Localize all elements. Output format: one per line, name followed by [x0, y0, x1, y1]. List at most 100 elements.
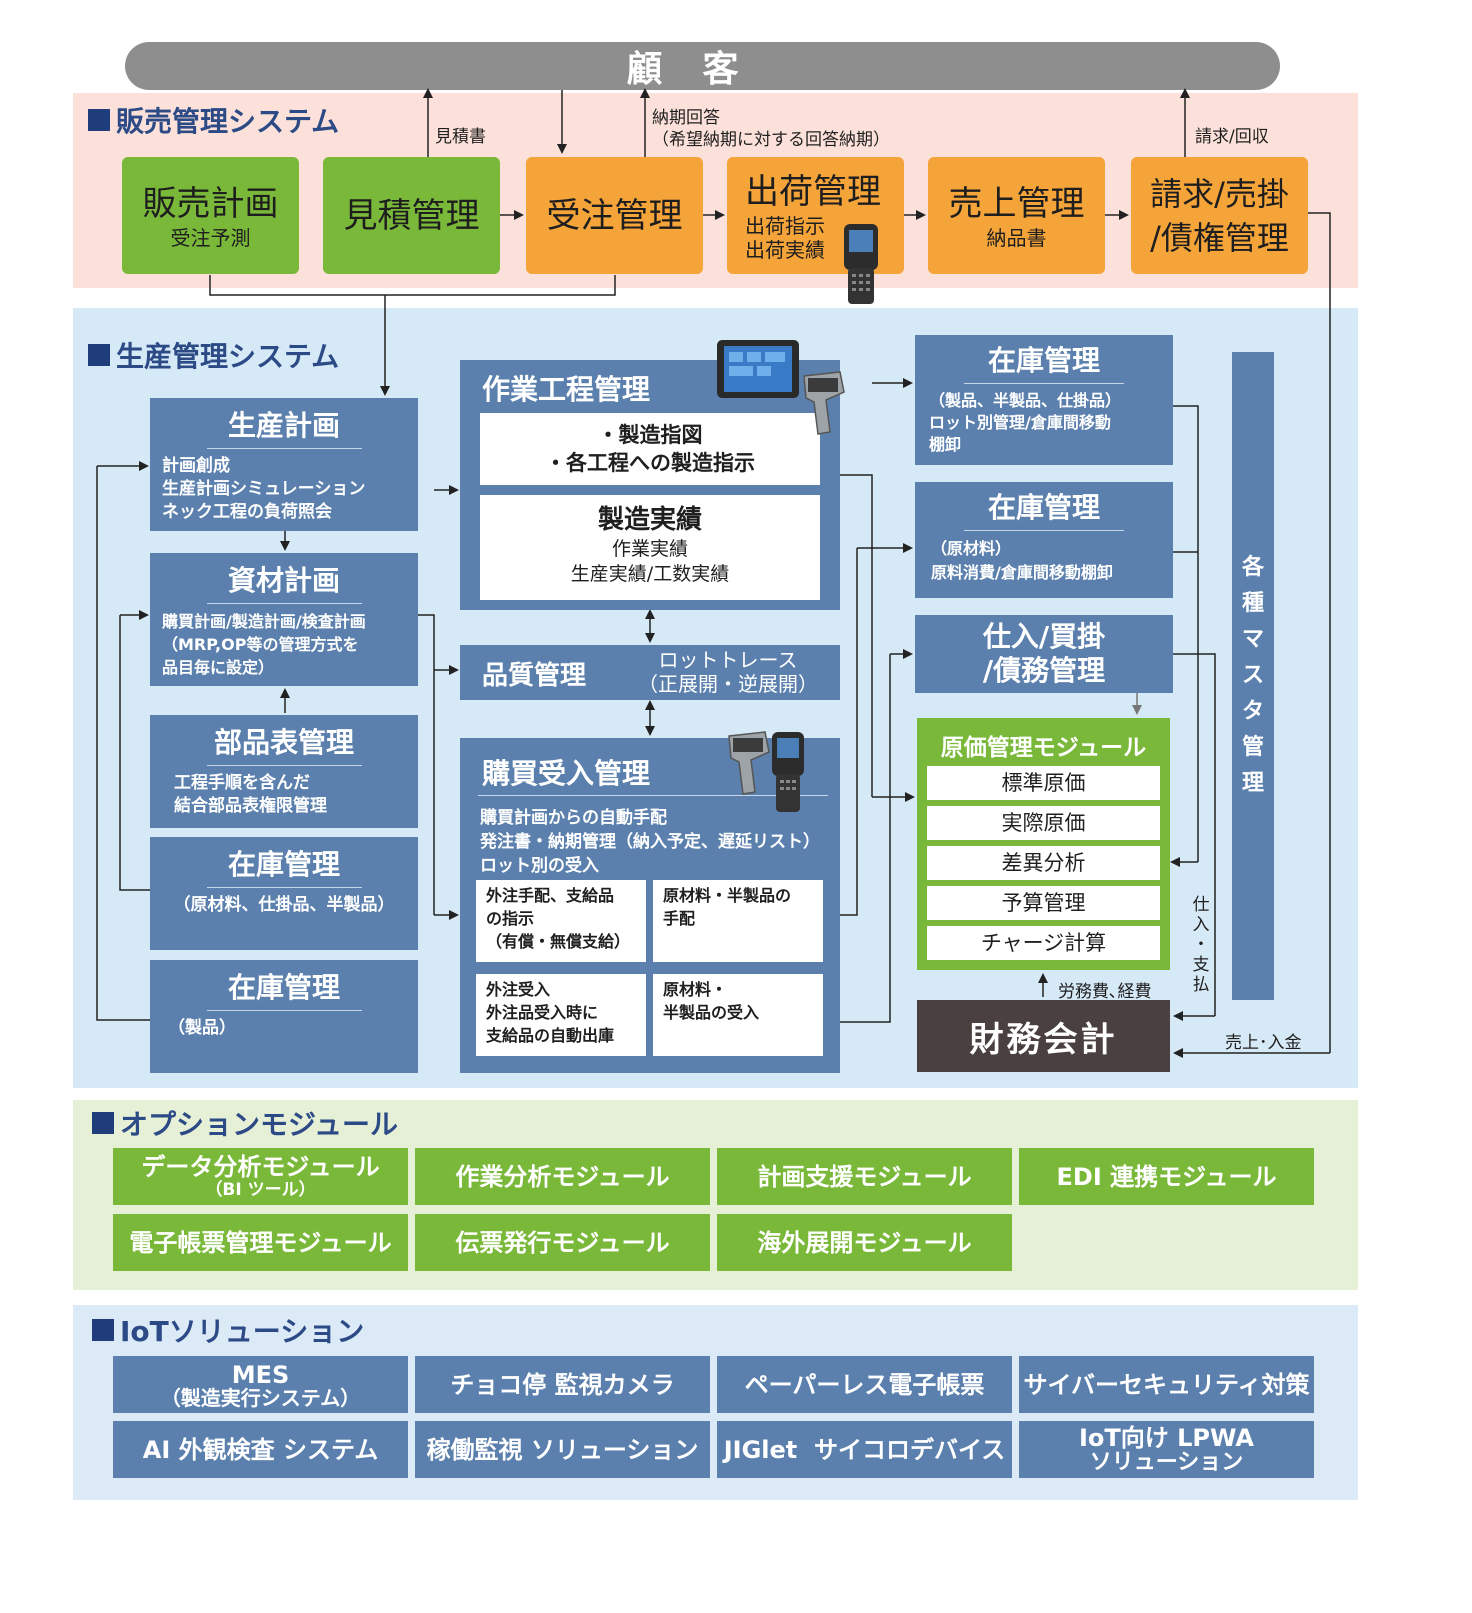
option-label: 伝票発行モジュール — [455, 1228, 670, 1257]
sales-income-label: 売上･入金 — [1225, 1033, 1302, 1053]
bom-title: 部品表管理 — [213, 726, 354, 759]
iot-lpwa[interactable]: IoT向け LPWA ソリューション — [1019, 1421, 1314, 1478]
production-plan-line: 計画創成 — [162, 456, 230, 476]
cell-line: 支給品の自動出庫 — [486, 1026, 615, 1045]
divider — [206, 1010, 362, 1011]
quality-box[interactable]: 品質管理 ロットトレース （正展開・逆展開） — [460, 645, 840, 700]
process-box[interactable]: 作業工程管理 ・製造指図 ・各工程への製造指示 製造実績 作業実績 生産実績/工… — [460, 360, 840, 610]
cell-line: 原材料・半製品の — [663, 886, 792, 905]
handheld-terminal-icon — [844, 224, 878, 304]
iot-security[interactable]: サイバーセキュリティ対策 — [1019, 1356, 1314, 1413]
customer-bar: 顧客 — [125, 42, 1280, 90]
cell-line: 外注手配、支給品 — [486, 886, 615, 905]
cost-row-standard[interactable]: 標準原価 — [927, 766, 1160, 800]
cost-row-variance[interactable]: 差異分析 — [927, 846, 1160, 880]
sales-mgmt-sub: 納品書 — [986, 225, 1047, 250]
billing-title2: /債権管理 — [1150, 218, 1289, 257]
option-overseas[interactable]: 海外展開モジュール — [717, 1214, 1012, 1271]
billing-box[interactable]: 請求/売掛 /債権管理 — [1131, 157, 1308, 274]
shipping-sub1: 出荷指示 — [745, 213, 825, 238]
option-e-form[interactable]: 電子帳票管理モジュール — [113, 1214, 408, 1271]
production-section-title: 生産管理システム — [88, 335, 339, 375]
option-plan-support[interactable]: 計画支援モジュール — [717, 1148, 1012, 1205]
iot-camera[interactable]: チョコ停 監視カメラ — [415, 1356, 710, 1413]
master-char: ス — [1241, 663, 1264, 688]
production-plan-box[interactable]: 生産計画 計画創成 生産計画シミュレーション ネック工程の負荷照会 — [150, 398, 418, 531]
material-plan-line: 品目毎に設定） — [162, 658, 275, 677]
iot-ai-inspection[interactable]: AI 外観検査 システム — [113, 1421, 408, 1478]
purchase-payment-label: 仕 入 ・ 支 払 — [1190, 895, 1212, 995]
inventory-product-box[interactable]: 在庫管理 （製品、半製品、仕掛品） ロット別管理/倉庫間移動 棚卸 — [915, 335, 1173, 465]
master-char: 種 — [1241, 591, 1264, 616]
material-plan-line: 購買計画/製造計画/検査計画 — [162, 612, 366, 631]
iot-label: 稼働監視 ソリューション — [426, 1435, 699, 1464]
finance-box[interactable]: 財務会計 — [917, 1000, 1170, 1072]
inventory-line: 棚卸 — [929, 435, 962, 454]
quality-title: 品質管理 — [482, 661, 587, 691]
purchase-line: ロット別の受入 — [480, 856, 599, 876]
label-char: ・ — [1192, 935, 1210, 955]
iot-mes[interactable]: MES （製造実行システム） — [113, 1356, 408, 1413]
sales-plan-box[interactable]: 販売計画 受注予測 — [122, 157, 299, 274]
purchase-line: 購買計画からの自動手配 — [480, 808, 667, 828]
divider — [964, 530, 1124, 531]
stock-raw-title: 在庫管理 — [227, 848, 340, 881]
iot-operation-monitor[interactable]: 稼働監視 ソリューション — [415, 1421, 710, 1478]
option-section-title: オプションモジュール — [92, 1103, 398, 1143]
square-bullet-icon — [92, 1319, 114, 1341]
tablet-icon — [717, 340, 799, 398]
sales-plan-title: 販売計画 — [142, 183, 279, 224]
cost-row-actual[interactable]: 実際原価 — [927, 806, 1160, 840]
stock-raw-box[interactable]: 在庫管理 （原材料、仕掛品、半製品） — [150, 837, 418, 950]
cost-module-box[interactable]: 原価管理モジュール 標準原価 実際原価 差異分析 予算管理 チャージ計算 — [917, 718, 1170, 970]
inventory-line: （原材料） — [931, 539, 1012, 558]
cost-row-budget[interactable]: 予算管理 — [927, 886, 1160, 920]
inventory-product-title: 在庫管理 — [987, 344, 1100, 377]
option-data-analysis[interactable]: データ分析モジュール （BI ツール） — [113, 1148, 408, 1205]
order-box[interactable]: 受注管理 — [526, 157, 703, 274]
master-management-box[interactable]: 各 種 マ ス タ 管 理 — [1232, 352, 1274, 1000]
label-char: 払 — [1192, 975, 1210, 995]
sales-section-title: 販売管理システム — [88, 100, 339, 140]
delivery-answer-line2: （希望納期に対する回答納期） — [652, 130, 890, 150]
handheld-terminal-icon — [772, 732, 804, 812]
estimate-title: 見積管理 — [343, 195, 480, 236]
cost-row-charge[interactable]: チャージ計算 — [927, 926, 1160, 960]
option-work-analysis[interactable]: 作業分析モジュール — [415, 1148, 710, 1205]
master-char: 管 — [1241, 735, 1264, 760]
iot-sub: （製造実行システム） — [160, 1385, 361, 1410]
inventory-line: ロット別管理/倉庫間移動 — [929, 413, 1111, 432]
option-title-text: オプションモジュール — [120, 1108, 399, 1141]
purchase-cell-arrange: 原材料・半製品の 手配 — [653, 880, 823, 962]
inventory-line: 原料消費/倉庫間移動棚卸 — [931, 563, 1113, 582]
shipping-box[interactable]: 出荷管理 出荷指示 出荷実績 — [727, 157, 904, 274]
cell-line: 原材料・ — [663, 980, 728, 999]
production-title-text: 生産管理システム — [116, 340, 340, 373]
stock-product-box[interactable]: 在庫管理 （製品） — [150, 960, 418, 1073]
process-title: 作業工程管理 — [482, 373, 651, 406]
divider — [206, 603, 362, 604]
iot-jiglet[interactable]: JIGlet サイコロデバイス — [717, 1421, 1012, 1478]
iot-label: チョコ停 監視カメラ — [450, 1370, 675, 1399]
option-slip[interactable]: 伝票発行モジュール — [415, 1214, 710, 1271]
iot-label: IoT向け LPWA — [1079, 1423, 1254, 1452]
iot-paperless[interactable]: ペーパーレス電子帳票 — [717, 1356, 1012, 1413]
estimate-box[interactable]: 見積管理 — [323, 157, 500, 274]
instruction-line: ・製造指図 — [597, 423, 703, 447]
divider — [964, 383, 1124, 384]
flow-label-billing: 請求/回収 — [1195, 127, 1269, 147]
sales-mgmt-box[interactable]: 売上管理 納品書 — [928, 157, 1105, 274]
bom-box[interactable]: 部品表管理 工程手順を含んだ 結合部品表権限管理 — [150, 715, 418, 828]
quality-sub: ロットトレース — [658, 648, 798, 672]
process-result-panel: 製造実績 作業実績 生産実績/工数実績 — [480, 495, 820, 600]
bom-line: 工程手順を含んだ — [174, 773, 310, 793]
cell-line: 外注受入 — [486, 980, 551, 999]
purchase-title: 購買受入管理 — [482, 757, 651, 790]
iot-label: AI 外観検査 システム — [142, 1435, 379, 1464]
inventory-raw-box[interactable]: 在庫管理 （原材料） 原料消費/倉庫間移動棚卸 — [915, 482, 1173, 598]
material-plan-box[interactable]: 資材計画 購買計画/製造計画/検査計画 （MRP,OP等の管理方式を 品目毎に設… — [150, 553, 418, 686]
payable-box[interactable]: 仕入/買掛 /債務管理 — [915, 615, 1173, 693]
option-edi[interactable]: EDI 連携モジュール — [1019, 1148, 1314, 1205]
sales-title-text: 販売管理システム — [116, 105, 340, 138]
